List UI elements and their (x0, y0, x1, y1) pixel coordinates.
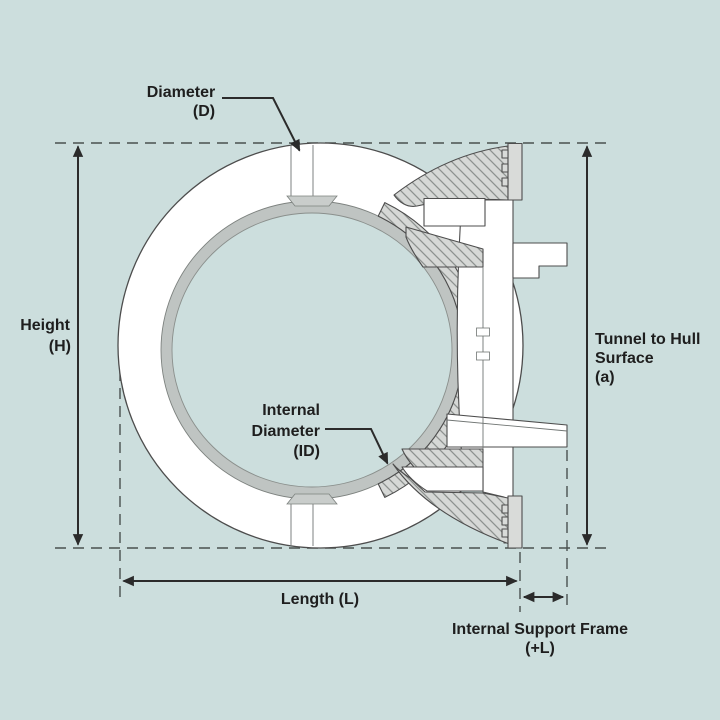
bracket-arm-upper (512, 242, 568, 279)
length-label: Length (L) (281, 591, 359, 608)
top-flange-plate (507, 142, 523, 201)
leader-diameter: Diameter (D) (147, 84, 301, 152)
bracket-web-section-lower (401, 448, 484, 468)
height-label: Height (20, 317, 70, 334)
bottom-flange-ribs (501, 504, 509, 538)
internal-diameter-label-line2: Diameter (252, 423, 320, 440)
leader-internal-diameter: Internal Diameter (ID) (252, 402, 389, 465)
bracket-web-section-upper (405, 226, 484, 268)
bracket-step-block (423, 197, 486, 227)
diameter-leader-line (222, 97, 301, 152)
internal-diameter-leader-line (325, 428, 389, 465)
internal-support-frame-bracket (401, 197, 568, 544)
tube-top-seam (286, 145, 338, 207)
bracket-arm-lower-ridge (446, 419, 568, 432)
tube-bottom-seam (286, 493, 338, 546)
diameter-symbol: (D) (193, 103, 215, 120)
tunnel-to-hull-label-line1: Tunnel to Hull (595, 331, 700, 348)
bottom-flange-plate (507, 495, 523, 549)
dim-length: Length (L) (122, 575, 518, 608)
height-symbol: (H) (49, 338, 71, 355)
tunnel-bore (171, 212, 453, 488)
tunnel-to-hull-symbol: (a) (595, 369, 615, 386)
internal-diameter-symbol: (ID) (293, 443, 320, 460)
tunnel-tube (117, 142, 524, 549)
internal-support-frame-label: Internal Support Frame (452, 621, 628, 638)
hull-mounting-flange-top (393, 142, 523, 207)
dim-tunnel-to-hull: Tunnel to Hull Surface (a) (581, 145, 700, 546)
bracket-pocket (401, 466, 484, 492)
dim-height: Height (H) (20, 145, 84, 546)
dim-internal-support-frame: Internal Support Frame (+L) (452, 591, 628, 657)
tunnel-to-hull-label-line2: Surface (595, 350, 654, 367)
internal-support-frame-symbol: (+L) (525, 640, 555, 657)
hull-mounting-flange-bottom (392, 463, 523, 549)
bracket-tab-upper (476, 327, 490, 337)
bracket-arm-lower (446, 413, 568, 448)
diameter-label: Diameter (147, 84, 215, 101)
internal-diameter-label-line1: Internal (262, 402, 320, 419)
bracket-tab-lower (476, 351, 490, 361)
top-flange-ribs (501, 149, 509, 187)
